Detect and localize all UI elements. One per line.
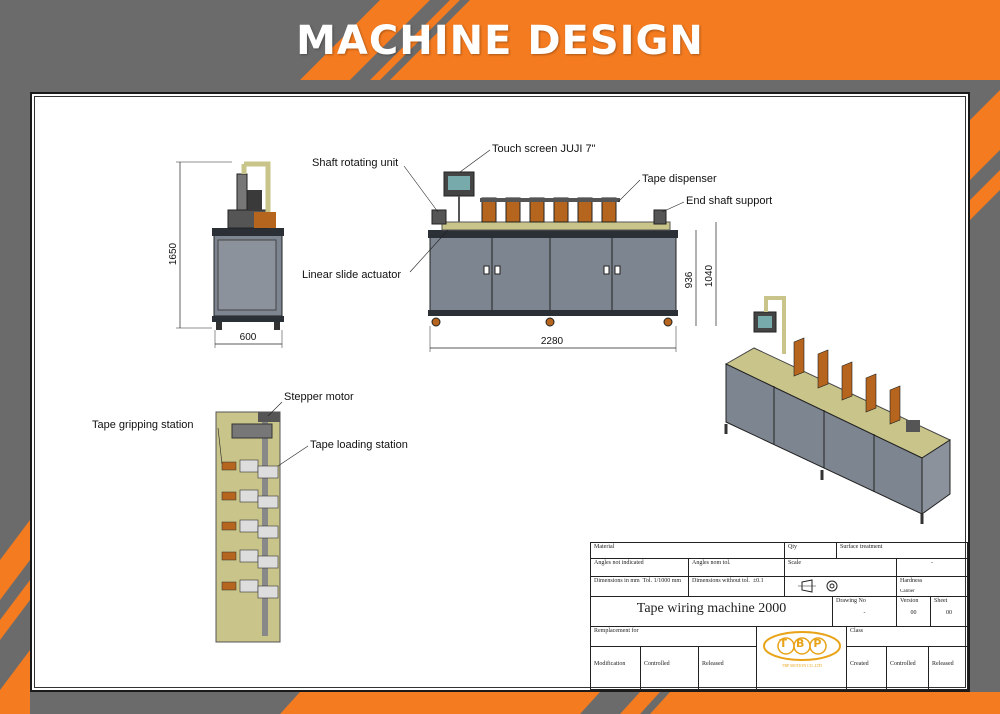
tb-controlled-2: Controlled — [887, 647, 929, 690]
tb-controlled: Controlled — [641, 647, 699, 690]
tb-dimensions-without-tol: Dimensions without tol. — [692, 578, 750, 584]
tb-class: Class — [847, 627, 968, 647]
side-view: 1650 600 — [168, 161, 284, 348]
tb-scale: Scale — [785, 559, 897, 577]
callout-tape-gripping-station: Tape gripping station — [92, 419, 194, 431]
tb-hardness-value: - — [897, 559, 968, 577]
drawing-sheet: 1650 600 — [30, 92, 970, 692]
tbp-logo-icon — [763, 631, 841, 661]
tb-drawing-no: Drawing No — [836, 598, 866, 604]
tb-drawing-no-value: - — [863, 610, 866, 616]
tb-angles-not-indicated: Angles not indicated — [591, 559, 689, 577]
tb-tol: Tol. 1/1000 mm — [642, 578, 682, 584]
projection-icon — [798, 579, 838, 593]
callout-shaft-rotating-unit: Shaft rotating unit — [312, 157, 398, 169]
logo-text: TBP — [779, 637, 831, 650]
logo-subtext: TBP MOTION CO.,LTD — [781, 663, 823, 668]
front-view: 2280 936 1040 — [403, 149, 717, 352]
dim-front-width: 2280 — [541, 336, 564, 347]
tb-version-value: 00 — [910, 610, 917, 616]
dim-side-width: 600 — [240, 332, 257, 343]
tb-material: Material — [591, 543, 785, 559]
tb-sheet: Sheet — [934, 598, 948, 604]
callout-end-shaft-support: End shaft support — [686, 195, 772, 207]
company-logo: TBP TBP MOTION CO.,LTD — [757, 627, 847, 690]
callout-tape-loading-station: Tape loading station — [310, 439, 408, 451]
dim-deck-height: 1040 — [704, 264, 715, 287]
isometric-view — [724, 296, 952, 524]
tb-projection-symbol — [785, 577, 897, 597]
tb-caliber: Caliber — [897, 589, 968, 597]
callout-tape-dispenser: Tape dispenser — [642, 173, 717, 185]
callout-linear-slide-actuator: Linear slide actuator — [302, 269, 401, 281]
tb-dimensions-in-mm: Dimensions in mm — [594, 578, 640, 584]
tb-replacement-for: Remplacement for — [591, 627, 757, 647]
tb-released: Released — [699, 647, 757, 690]
tb-modification: Modification — [591, 647, 641, 690]
tb-version: Version — [900, 598, 919, 604]
callout-touch-screen: Touch screen JUJI 7" — [492, 143, 596, 155]
tb-sheet-value: 00 — [946, 610, 952, 616]
tb-released-2: Released — [929, 647, 968, 690]
tb-surface-treatment: Surface treatment — [837, 543, 968, 559]
tb-angles-nom-tol: Angles nom tol. — [689, 559, 785, 577]
dim-table-height: 936 — [684, 271, 695, 288]
callout-stepper-motor: Stepper motor — [284, 391, 354, 403]
top-view — [215, 401, 309, 643]
tb-created: Created — [847, 647, 887, 690]
dim-side-height: 1650 — [168, 242, 179, 265]
tb-qty: Qty — [785, 543, 837, 559]
title-block: Material Qty Surface treatment Angles no… — [590, 542, 968, 690]
tb-tol-value: ±0.1 — [752, 578, 764, 584]
tb-drawing-title: Tape wiring machine 2000 — [591, 597, 833, 627]
page-title: MACHINE DESIGN — [296, 18, 704, 64]
technical-drawing: 1650 600 — [92, 143, 952, 643]
